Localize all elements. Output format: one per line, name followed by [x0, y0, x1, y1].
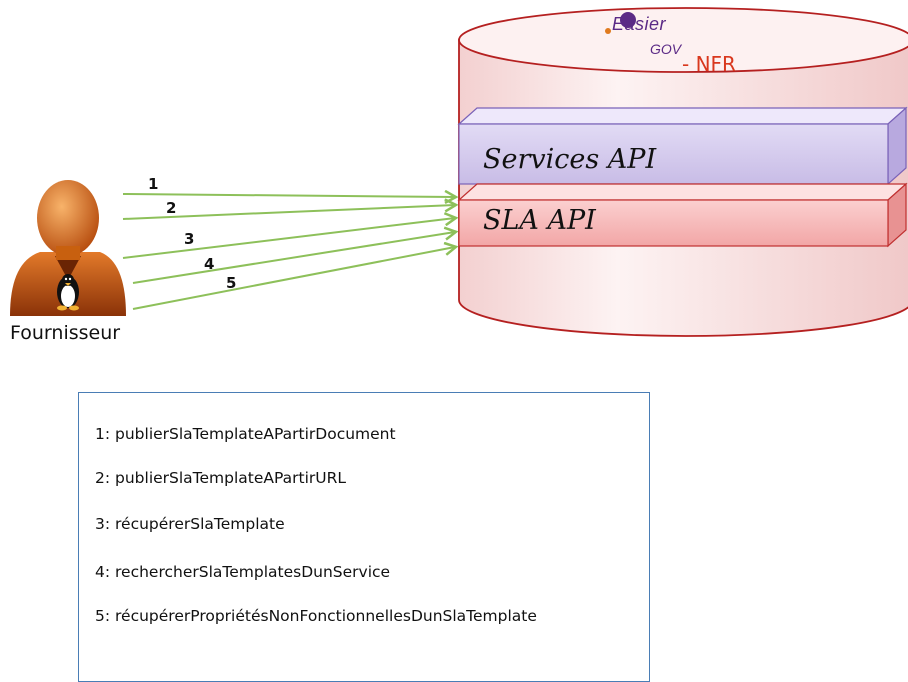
logo-suffix: - NFR	[682, 52, 736, 76]
sla-api-label: SLA API	[483, 205, 596, 236]
arrow-number-4: 4	[204, 255, 215, 273]
diagram-canvas	[10, 7, 908, 337]
linux-user-icon	[10, 180, 126, 316]
easiergov-logo: Easier GOV - NFR	[596, 8, 756, 78]
arrows	[122, 194, 455, 310]
legend-item: 2: publierSlaTemplateAPartirURL	[95, 469, 347, 487]
legend-item: 4: rechercherSlaTemplatesDunService	[95, 563, 391, 581]
actor-label: Fournisseur	[10, 322, 121, 344]
arrow-2	[122, 205, 455, 220]
arrow-1	[122, 194, 455, 197]
sla-api-layer	[457, 182, 908, 248]
tux-penguin-icon	[57, 274, 79, 311]
services-api-layer	[457, 106, 908, 186]
arrow-3	[122, 218, 455, 259]
services-api-label: Services API	[483, 144, 657, 175]
legend-item: 1: publierSlaTemplateAPartirDocument	[95, 425, 396, 443]
logo-line-2: GOV	[650, 41, 682, 57]
logo-line-1: Easier	[612, 14, 667, 34]
legend-item: 5: récupérerPropriétésNonFonctionnellesD…	[95, 607, 537, 625]
arrow-number-3: 3	[184, 230, 195, 248]
arrow-number-1: 1	[148, 175, 159, 193]
arrow-4	[132, 232, 455, 284]
legend-box: 1: publierSlaTemplateAPartirDocument 2: …	[78, 392, 650, 682]
easiergov-logo-glyph	[605, 12, 636, 34]
arrow-number-5: 5	[226, 274, 237, 292]
legend-item: 3: récupérerSlaTemplate	[95, 515, 285, 533]
arrow-5	[132, 247, 455, 310]
arrow-number-2: 2	[166, 199, 177, 217]
